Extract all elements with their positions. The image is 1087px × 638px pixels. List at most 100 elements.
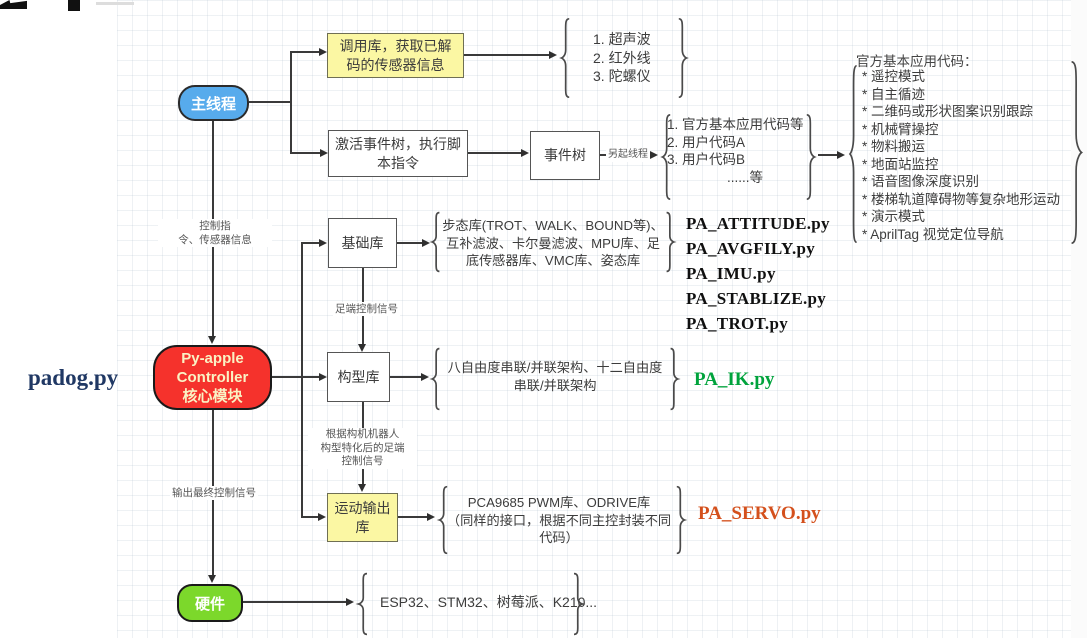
event-code-item: 1. 官方基本应用代码等 [667, 117, 804, 132]
official-codes-header: 官方基本应用代码： [856, 54, 978, 69]
official-code-item: * 语音图像深度识别 [862, 174, 980, 189]
sensor-list: 1. 超声波 2. 红外线 3. 陀螺仪 [593, 30, 651, 86]
official-code-item: * AprilTag 视觉定位导航 [862, 226, 1004, 242]
arrowhead [208, 336, 216, 344]
official-code-item: * 二维码或形状图案识别跟踪 [862, 104, 1034, 119]
event-tree-label: 事件树 [544, 147, 586, 163]
config-lib-node: 构型库 [327, 352, 390, 402]
sensor-list-item: 3. 陀螺仪 [593, 68, 651, 84]
base-lib-label: 基础库 [341, 234, 384, 251]
left-brace [558, 18, 572, 98]
output-brace-text: PCA9685 PWM库、ODRIVE库 （同样的接口，根据不同主控封装不同 代… [446, 495, 672, 545]
hardware-node: 硬件 [177, 584, 243, 622]
connector-line [301, 242, 319, 244]
grid-background [117, 0, 1071, 638]
corner-square-icon [68, 0, 80, 11]
config-lib-label: 构型库 [337, 368, 380, 385]
arrowhead [358, 344, 366, 352]
arrowhead [208, 575, 216, 583]
arrowhead [319, 372, 327, 381]
left-brace [355, 573, 370, 635]
base-file-item: PA_STABLIZE.py [686, 289, 827, 308]
event-code-item: 3. 用户代码B [667, 152, 746, 167]
arrowhead [421, 372, 429, 381]
connector-line [272, 376, 319, 378]
connector-line [301, 516, 318, 518]
base-file-item: PA_TROT.py [686, 314, 789, 333]
right-brace [674, 486, 688, 554]
acquire-sensor-text: 调用库，获取已解 码的传感器信息 [339, 37, 452, 73]
servo-file-label: PA_SERVO.py [698, 503, 821, 524]
canvas-right-edge [1071, 0, 1087, 638]
connector-line [301, 242, 303, 518]
official-code-item: * 物料搬运 [862, 139, 926, 154]
arrowhead [837, 150, 845, 159]
arrowhead [650, 150, 658, 159]
official-code-item: * 楼梯轨道障碍物等复杂地形运动 [862, 191, 1061, 207]
left-brace [429, 348, 442, 410]
base-file-item: PA_AVGFILY.py [686, 239, 816, 258]
right-brace [668, 348, 681, 410]
arrowhead [318, 512, 326, 521]
right-brace [1068, 60, 1086, 245]
official-code-item: * 地面站监控 [862, 156, 939, 172]
arrowhead [346, 597, 354, 606]
connector-line [249, 101, 291, 103]
right-brace [664, 212, 677, 272]
base-file-item: PA_ATTITUDE.py [686, 214, 830, 233]
connector-line [390, 376, 421, 378]
connector-line [397, 242, 422, 244]
official-code-item: * 机械臂操控 [862, 121, 939, 137]
output-signal-label: 输出最终控制信号 [170, 486, 258, 500]
official-code-item: * 遥控模式 [862, 69, 926, 84]
right-brace [676, 18, 690, 98]
connector-line [290, 51, 292, 153]
padog-file-label: padog.py [28, 365, 119, 390]
sensor-list-item: 2. 红外线 [593, 49, 651, 66]
event-code-item: 2. 用户代码A [667, 134, 746, 150]
corner-smudge [96, 2, 134, 5]
arrowhead [319, 238, 327, 247]
activate-script-text: 激活事件树，执行脚 本指令 [335, 135, 461, 171]
arrowhead [319, 47, 327, 56]
event-code-list: 1. 官方基本应用代码等 2. 用户代码A 3. 用户代码B ......等 [667, 116, 804, 186]
left-brace [429, 212, 442, 272]
event-code-item: ......等 [727, 169, 764, 185]
event-tree-node: 事件树 [530, 131, 600, 180]
arrowhead [521, 148, 529, 157]
new-thread-label: 另起线程 [606, 148, 650, 162]
output-lib-label: 运动输出 库 [334, 499, 391, 535]
connector-line [398, 516, 427, 518]
connector-line [464, 54, 549, 56]
control-signal-label: 控制指 令、传感器信息 [158, 219, 272, 247]
base-file-list: PA_ATTITUDE.py PA_AVGFILY.py PA_IMU.py P… [686, 211, 830, 336]
arrowhead [422, 238, 430, 247]
right-brace [571, 573, 586, 635]
output-lib-node: 运动输出 库 [327, 493, 398, 542]
official-code-item: * 演示模式 [862, 209, 926, 224]
corner-arrow-icon [0, 0, 27, 9]
main-thread-label: 主线程 [190, 95, 236, 113]
arrowhead [549, 50, 557, 59]
left-brace [436, 486, 450, 554]
base-lib-brace-text: 步态库(TROT、WALK、BOUND等)、 互补滤波、卡尔曼滤波、MPU库、足… [442, 218, 664, 268]
connector-line [290, 51, 319, 53]
controller-label: Py-apple Controller 核心模块 [176, 350, 249, 405]
left-brace [847, 64, 859, 244]
sensor-list-item: 1. 超声波 [593, 31, 651, 47]
connector-line [290, 152, 320, 154]
right-brace [804, 114, 818, 200]
controller-node: Py-apple Controller 核心模块 [153, 345, 272, 410]
hardware-label: 硬件 [194, 595, 225, 613]
main-thread-node: 主线程 [178, 85, 249, 121]
arrowhead [320, 148, 328, 157]
official-codes-list: * 遥控模式 * 自主循迹 * 二维码或形状图案识别跟踪 * 机械臂操控 * 物… [862, 68, 1060, 243]
activate-script-box: 激活事件树，执行脚 本指令 [328, 130, 468, 177]
spec-signal-label: 根据构机机器人 构型特化后的足端 控制信号 [308, 428, 417, 469]
left-brace [659, 114, 673, 200]
connector-line [468, 152, 521, 154]
hw-brace-text: ESP32、STM32、树莓派、K210... [380, 594, 598, 610]
connector-line [243, 601, 346, 603]
ik-file-label: PA_IK.py [694, 369, 775, 390]
